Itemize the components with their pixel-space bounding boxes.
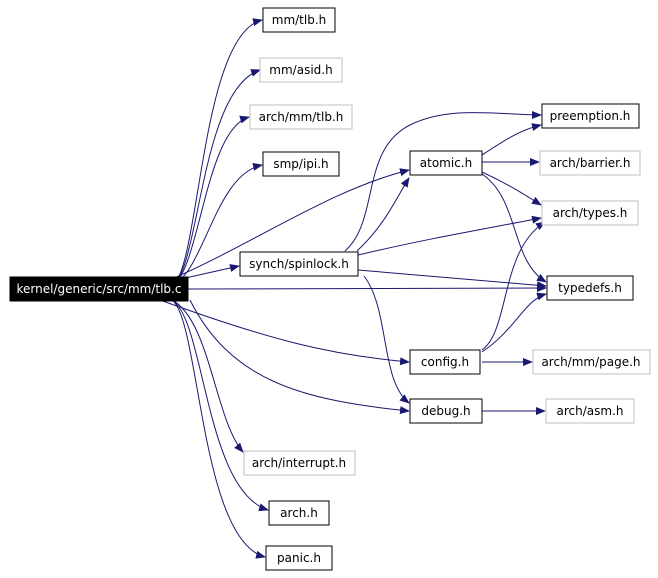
- edge-root-config: [159, 299, 410, 366]
- edge-root-typedefs: [187, 284, 547, 293]
- edge-config-arch-types: [481, 221, 546, 351]
- node-arch-barrier[interactable]: arch/barrier.h: [539, 150, 641, 176]
- node-mm-tlb-label: mm/tlb.h: [272, 13, 327, 27]
- edge-spinlock-arch-types: [357, 215, 542, 256]
- node-typedefs[interactable]: typedefs.h: [546, 275, 634, 301]
- node-debug[interactable]: debug.h: [409, 398, 483, 424]
- node-arch-types-label: arch/types.h: [553, 206, 628, 220]
- edge-root-panic: [171, 299, 266, 559]
- node-config[interactable]: config.h: [409, 349, 481, 375]
- node-arch[interactable]: arch.h: [268, 500, 330, 526]
- node-arch-interrupt[interactable]: arch/interrupt.h: [243, 450, 356, 476]
- edge-config-typedefs: [481, 292, 547, 353]
- edge-spinlock-typedefs: [357, 269, 547, 290]
- node-atomic-label: atomic.h: [420, 156, 472, 170]
- node-root-file[interactable]: kernel/generic/src/mm/tlb.c: [9, 276, 189, 302]
- node-debug-label: debug.h: [421, 404, 470, 418]
- node-arch-barrier-label: arch/barrier.h: [550, 156, 631, 170]
- node-arch-mm-page[interactable]: arch/mm/page.h: [532, 349, 651, 375]
- edge-spinlock-preemption: [344, 110, 542, 252]
- node-arch-mm-tlb[interactable]: arch/mm/tlb.h: [249, 104, 353, 130]
- edge-root-debug: [189, 299, 410, 415]
- edge-atomic-typedefs: [481, 173, 547, 283]
- node-typedefs-label: typedefs.h: [558, 281, 622, 295]
- edge-root-mm-tlb: [171, 18, 263, 287]
- node-arch-types[interactable]: arch/types.h: [541, 200, 639, 226]
- node-mm-asid-label: mm/asid.h: [269, 63, 332, 77]
- node-preemption[interactable]: preemption.h: [541, 103, 640, 129]
- node-atomic[interactable]: atomic.h: [409, 150, 483, 176]
- node-config-label: config.h: [421, 355, 469, 369]
- node-synch-spinlock[interactable]: synch/spinlock.h: [239, 251, 359, 277]
- node-arch-label: arch.h: [280, 506, 318, 520]
- edge-atomic-preemption: [481, 123, 542, 156]
- node-preemption-label: preemption.h: [550, 109, 631, 123]
- node-mm-tlb[interactable]: mm/tlb.h: [262, 7, 336, 33]
- node-arch-mm-page-label: arch/mm/page.h: [541, 355, 640, 369]
- node-arch-asm-label: arch/asm.h: [557, 404, 624, 418]
- node-root-file-label: kernel/generic/src/mm/tlb.c: [17, 282, 182, 296]
- edge-root-arch: [171, 299, 269, 512]
- node-smp-ipi[interactable]: smp/ipi.h: [262, 151, 340, 177]
- node-arch-asm[interactable]: arch/asm.h: [545, 398, 635, 424]
- node-panic[interactable]: panic.h: [265, 545, 333, 571]
- edge-root-arch-interrupt: [171, 299, 244, 453]
- node-arch-interrupt-label: arch/interrupt.h: [252, 456, 346, 470]
- node-panic-label: panic.h: [277, 551, 321, 565]
- node-synch-spinlock-label: synch/spinlock.h: [249, 257, 349, 271]
- edge-root-mm-asid: [171, 69, 261, 287]
- edge-atomic-arch-types: [481, 171, 542, 206]
- edge-spinlock-atomic: [356, 177, 410, 252]
- node-mm-asid[interactable]: mm/asid.h: [259, 57, 343, 83]
- edge-spinlock-debug: [363, 275, 410, 404]
- edge-root-atomic: [171, 168, 410, 280]
- node-smp-ipi-label: smp/ipi.h: [273, 157, 328, 171]
- node-arch-mm-tlb-label: arch/mm/tlb.h: [259, 110, 344, 124]
